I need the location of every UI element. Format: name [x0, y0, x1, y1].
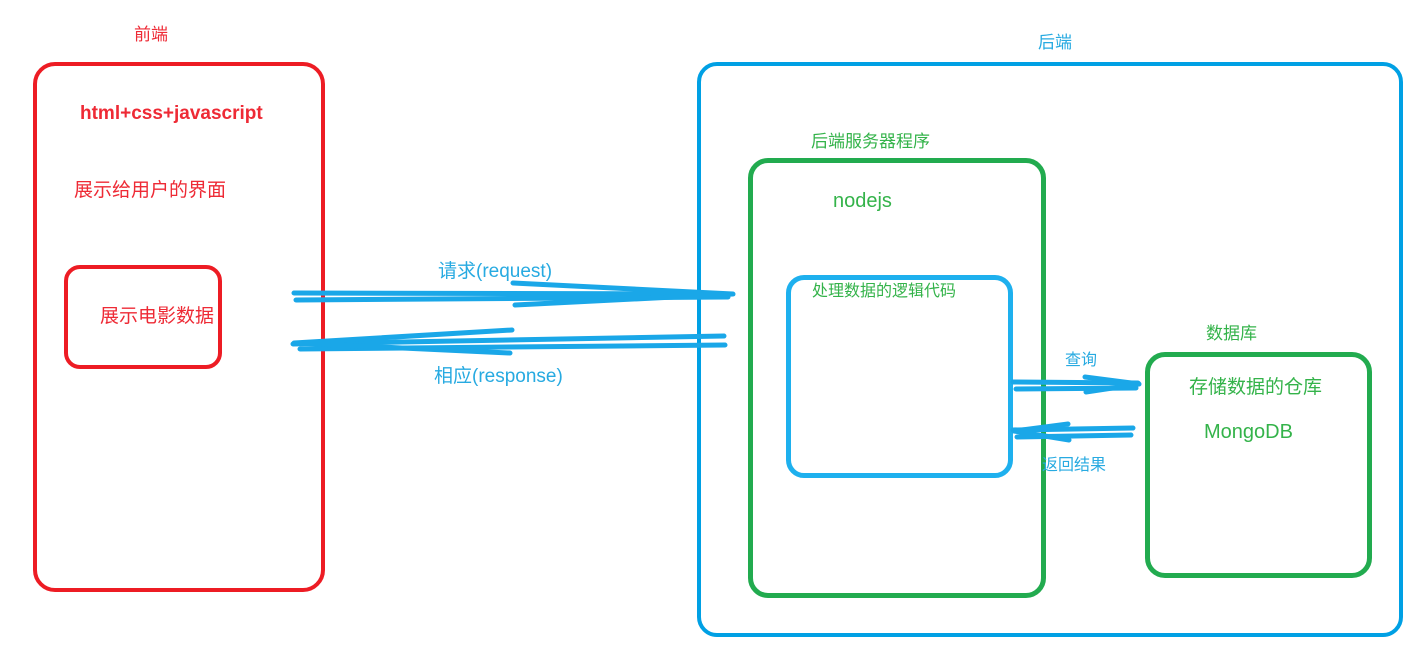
database-box — [1145, 352, 1372, 578]
database-title: 数据库 — [1206, 324, 1257, 343]
frontend-movie-data-box — [64, 265, 222, 369]
database-store-label: 存储数据的仓库 — [1189, 377, 1323, 398]
frontend-tech-label: html+css+javascript — [80, 103, 263, 124]
arrow-label-response: 相应(response) — [434, 366, 563, 387]
arrow-response — [290, 327, 728, 356]
frontend-movie-data-label: 展示电影数据 — [100, 306, 215, 327]
backend-logic-label: 处理数据的逻辑代码 — [812, 283, 957, 300]
arrow-label-query: 查询 — [1065, 352, 1098, 369]
backend-server-box — [748, 158, 1046, 598]
database-engine-label: MongoDB — [1204, 421, 1293, 443]
frontend-title: 前端 — [134, 25, 168, 44]
frontend-container — [33, 62, 325, 592]
arrow-request — [291, 280, 736, 308]
arrow-label-request: 请求(request) — [438, 261, 553, 282]
frontend-ui-label: 展示给用户的界面 — [74, 180, 227, 201]
backend-logic-box — [786, 275, 1013, 478]
arrow-label-result: 返回结果 — [1042, 457, 1107, 474]
backend-server-title: 后端服务器程序 — [811, 132, 930, 151]
backend-server-label: nodejs — [833, 190, 892, 212]
backend-title: 后端 — [1038, 33, 1072, 52]
